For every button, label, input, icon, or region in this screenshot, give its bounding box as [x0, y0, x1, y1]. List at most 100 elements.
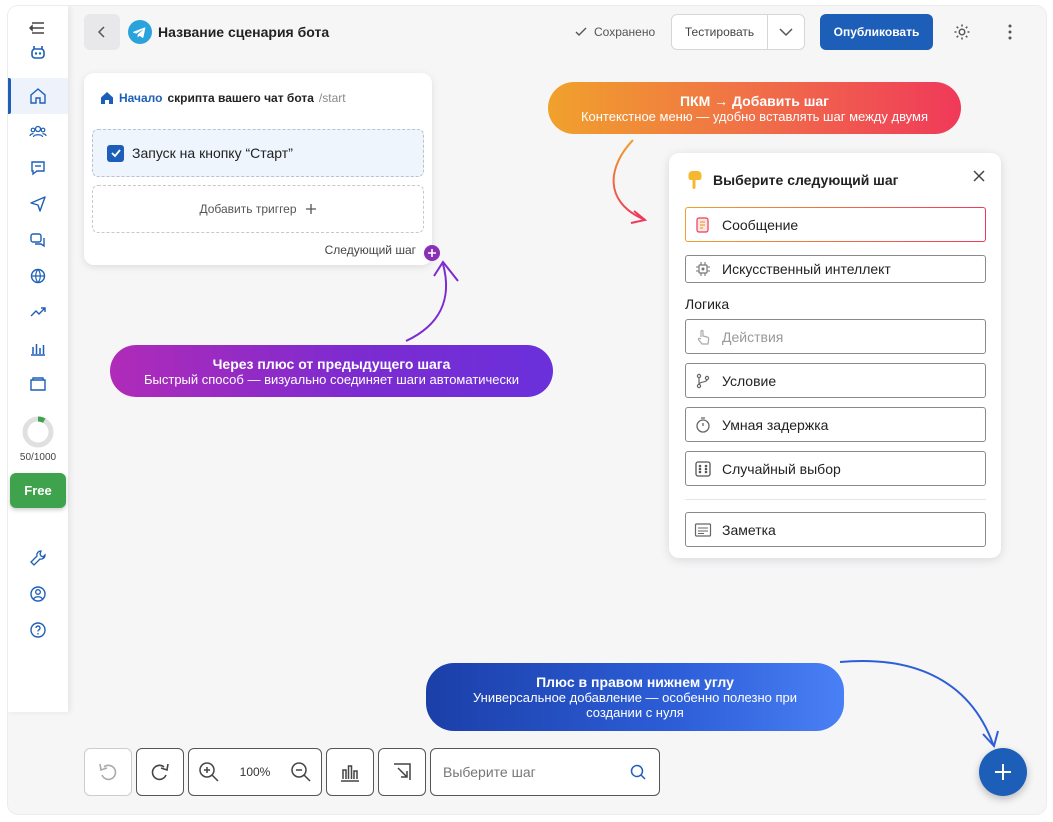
redo-button[interactable]: [136, 748, 184, 796]
sidebar-item-home[interactable]: [22, 82, 54, 110]
back-button[interactable]: [84, 14, 120, 50]
home-icon: [30, 88, 46, 104]
page-title: Название сценария бота: [158, 24, 330, 40]
step-option-random-label: Случайный выбор: [722, 460, 841, 477]
start-trigger[interactable]: Запуск на кнопку “Старт”: [92, 129, 424, 177]
usage-ring: [22, 416, 54, 448]
step-option-note[interactable]: Заметка: [685, 512, 986, 547]
plus-icon: [995, 764, 1011, 780]
sidebar-item-broadcasts[interactable]: [22, 190, 54, 218]
trend-icon: [30, 307, 46, 317]
step-chooser-panel: Выберите следующий шаг Сообщение Искусст…: [669, 153, 1001, 558]
callout-corner-plus-subtitle-1: Универсальное добавление — особенно поле…: [472, 690, 798, 705]
app-frame: 50/1000 Free Название сценария бота Сохр…: [8, 6, 1046, 814]
step-option-ai-label: Искусственный интеллект: [722, 261, 891, 277]
usage-counter: 50/1000: [19, 452, 57, 463]
sidebar-item-files[interactable]: [22, 370, 54, 398]
sidebar-active-bg: [11, 78, 68, 114]
menu-toggle-icon[interactable]: [22, 18, 54, 38]
sidebar-item-integrations[interactable]: [22, 262, 54, 290]
help-icon: [30, 622, 46, 638]
gear-icon[interactable]: [952, 22, 972, 42]
start-node-header: Начало скрипта вашего чат бота /start: [100, 91, 346, 105]
wrench-icon: [30, 550, 46, 566]
bot-builder-icon: [31, 161, 45, 176]
step-option-condition-label: Условие: [722, 372, 777, 389]
callout-plus-step-title: Через плюс от предыдущего шага: [212, 355, 451, 372]
fit-view-button[interactable]: [378, 748, 426, 796]
save-status: Сохранено: [574, 25, 655, 39]
sidebar-active-indicator: [8, 78, 11, 114]
telegram-icon: [128, 20, 152, 44]
step-chooser-title-text: Выберите следующий шаг: [713, 172, 899, 188]
message-icon: [696, 216, 709, 233]
step-option-note-label: Заметка: [722, 521, 776, 538]
redo-icon: [151, 763, 169, 781]
plan-badge[interactable]: Free: [10, 473, 66, 508]
more-options-icon[interactable]: [1002, 22, 1018, 42]
search-icon[interactable]: [629, 763, 647, 781]
callout-corner-plus-subtitle-2: создании с нуля: [586, 705, 684, 720]
step-search-input[interactable]: [443, 764, 629, 780]
save-status-label: Сохранено: [594, 25, 656, 39]
add-step-fab[interactable]: [979, 748, 1027, 796]
sidebar-item-tools[interactable]: [22, 544, 54, 572]
fit-arrow-icon: [394, 763, 411, 780]
step-option-message-label: Сообщение: [722, 216, 799, 233]
zoom-out-icon[interactable]: [289, 760, 313, 784]
step-option-message[interactable]: Сообщение: [685, 207, 986, 242]
step-search: [430, 748, 660, 796]
start-command: /start: [318, 91, 346, 105]
logic-section-label: Логика: [685, 296, 730, 312]
undo-icon: [99, 763, 117, 781]
callout-corner-plus: Плюс в правом нижнем углу Универсальное …: [426, 663, 844, 731]
callout-corner-plus-title: Плюс в правом нижнем углу: [536, 674, 734, 690]
bar-chart-icon: [341, 765, 359, 782]
globe-icon: [30, 268, 46, 284]
profile-icon: [30, 586, 46, 602]
users-icon: [29, 125, 47, 138]
step-option-delay[interactable]: Умная задержка: [685, 407, 986, 442]
step-option-random[interactable]: Случайный выбор: [685, 451, 986, 486]
sidebar-item-audience[interactable]: [22, 118, 54, 146]
sidebar-item-analytics[interactable]: [22, 298, 54, 326]
step-chooser-title: Выберите следующий шаг: [687, 170, 898, 190]
start-node-title: скрипта вашего чат бота: [167, 91, 314, 105]
plus-icon: [305, 204, 316, 214]
bot-logo-icon: [22, 42, 54, 62]
dice-icon: [695, 460, 711, 477]
check-icon: [110, 149, 121, 158]
next-step-label: Следующий шаг: [324, 243, 416, 257]
sidebar-item-chats[interactable]: [22, 226, 54, 254]
step-option-actions[interactable]: Действия: [685, 319, 986, 354]
undo-button[interactable]: [84, 748, 132, 796]
chat-icon: [30, 233, 45, 248]
zoom-in-icon[interactable]: [197, 760, 221, 784]
sidebar-item-help[interactable]: [22, 616, 54, 644]
stats-view-button[interactable]: [326, 748, 374, 796]
ai-chip-icon: [696, 262, 710, 276]
step-option-ai[interactable]: Искусственный интеллект: [685, 255, 986, 283]
callout-context-menu: ПКМ → Добавить шаг Контекстное меню — уд…: [548, 82, 961, 134]
tap-hand-icon: [697, 329, 710, 345]
sidebar-item-stats[interactable]: [22, 334, 54, 362]
next-step-plus-button[interactable]: [424, 245, 440, 261]
start-node-title-highlight: Начало: [119, 91, 163, 105]
add-trigger-button[interactable]: Добавить триггер: [92, 185, 424, 233]
zoom-controls: 100%: [188, 748, 322, 796]
step-option-condition[interactable]: Условие: [685, 363, 986, 398]
sidebar-item-profile[interactable]: [22, 580, 54, 608]
panel-divider: [685, 499, 986, 500]
timer-icon: [696, 416, 710, 433]
step-option-actions-label: Действия: [722, 328, 784, 345]
test-dropdown-button[interactable]: [768, 24, 804, 40]
send-icon: [30, 196, 46, 212]
branch-icon: [696, 373, 710, 388]
sidebar-item-bots[interactable]: [22, 154, 54, 182]
start-node-card[interactable]: Начало скрипта вашего чат бота /start За…: [84, 73, 432, 265]
trigger-checkbox[interactable]: [107, 144, 124, 162]
pointing-down-icon: [688, 171, 702, 189]
close-icon[interactable]: [971, 168, 987, 184]
publish-button[interactable]: Опубликовать: [820, 14, 933, 50]
test-button[interactable]: Тестировать: [672, 15, 768, 49]
